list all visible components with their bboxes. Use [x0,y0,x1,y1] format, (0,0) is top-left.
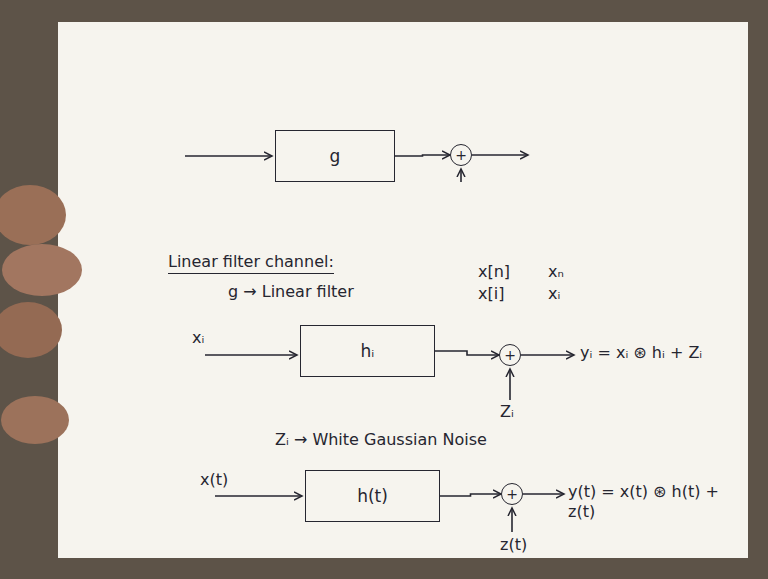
paper-sheet [58,22,748,558]
note-label: xᵢ [548,284,560,304]
noise-arrow [460,169,462,182]
note-label: g → Linear filter [228,282,354,302]
note-label: yᵢ = xᵢ ⊛ hᵢ + Zᵢ [580,343,710,363]
note-label: y(t) = x(t) ⊛ h(t) + z(t) [568,482,748,522]
note-label: xᵢ [192,328,204,348]
note-label: x[i] [478,284,504,304]
adder-sign: + [455,147,467,163]
note-label: Zᵢ → White Gaussian Noise [275,430,487,450]
filter-box: hᵢ [300,325,435,377]
hand [0,302,62,358]
adder-sign: + [504,347,516,363]
noise-arrow [509,369,511,400]
filter-box: h(t) [305,470,440,522]
note-label: xₙ [548,262,564,282]
adder-sign: + [506,486,518,502]
note-label: Zᵢ [500,402,514,422]
input-arrow [185,155,272,157]
input-arrow [205,354,297,356]
hand [1,396,69,444]
filter-name: g [330,146,341,166]
hand [0,185,66,245]
output-arrow [523,493,564,495]
filter-name: hᵢ [361,341,375,361]
adder-circle: + [499,344,521,366]
note-label: x[n] [478,262,510,282]
output-arrow [472,154,528,156]
input-arrow [215,495,302,497]
output-arrow [521,354,574,356]
signal-arrow [435,351,499,355]
adder-circle: + [501,483,523,505]
note-label: x(t) [200,470,228,490]
section-heading: Linear filter channel: [168,252,334,274]
signal-arrow [395,155,450,156]
filter-box: g [275,130,395,182]
note-label: z(t) [500,535,527,555]
signal-arrow [440,494,501,496]
noise-arrow [511,508,513,532]
filter-name: h(t) [357,486,388,506]
adder-circle: + [450,144,472,166]
hand [2,244,82,296]
